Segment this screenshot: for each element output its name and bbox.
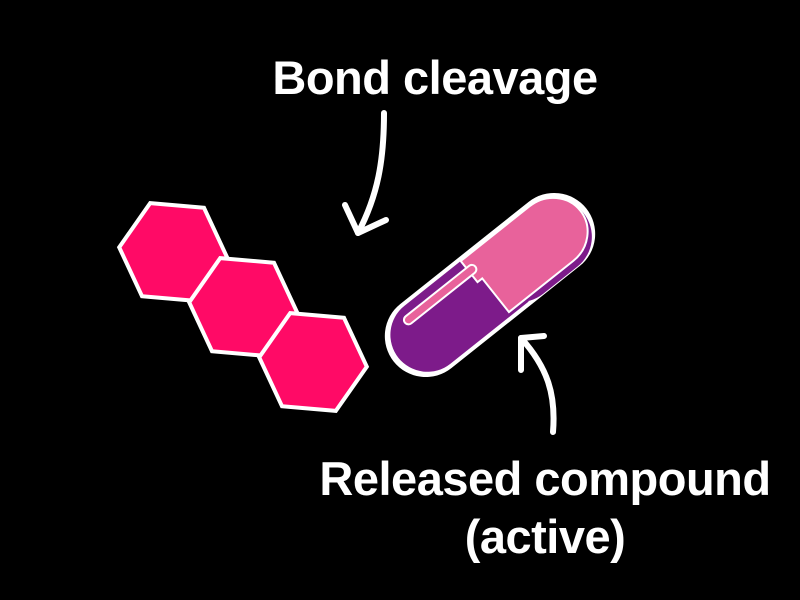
released-compound-label: Released compound (active) [300,450,790,566]
bond-cleavage-label: Bond cleavage [272,51,598,104]
molecule-hexagon-chain [116,201,370,413]
capsule-pink-half [459,196,589,314]
arrow-to-bond-icon [342,110,389,236]
hexagon-ring [256,311,370,413]
released-compound-line1: Released compound [319,452,771,505]
capsule [384,192,596,378]
capsule-highlight [402,263,478,326]
arrow-to-capsule-icon [518,333,557,435]
released-compound-line2: (active) [464,510,626,563]
